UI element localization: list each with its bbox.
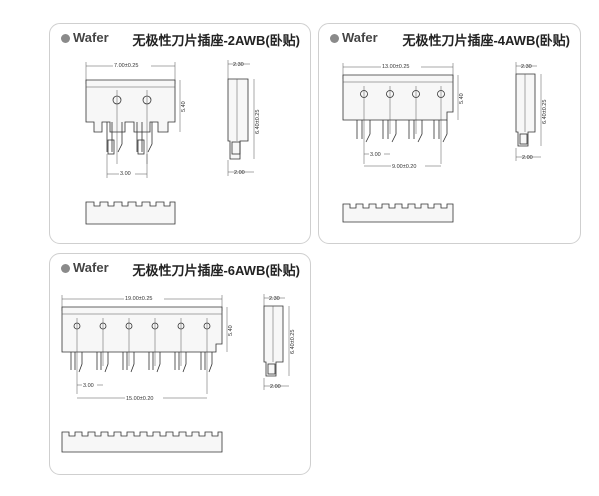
brand-label: Wafer (73, 30, 109, 45)
housing-side-view (515, 73, 536, 147)
technical-drawing-2awb: 7.00±0.25 5.40 3.00 2.30 6.40±0.25 2.00 (85, 60, 261, 225)
housing-bottom-view (85, 201, 176, 225)
technical-drawing-4awb: 13.00±0.25 5.40 3.00 9.00±0.20 2.30 6.40… (342, 62, 548, 223)
dim-front-width: 19.00±0.25 (125, 296, 153, 302)
product-card-4awb: Wafer 无极性刀片插座-4AWB(卧贴) 13.00±0.25 5.40 3… (318, 23, 581, 244)
housing-side-view (227, 78, 249, 160)
housing-bottom-view (61, 431, 223, 453)
product-title: 无极性刀片插座-6AWB(卧贴) (132, 263, 300, 278)
bullet-dot-icon (61, 34, 70, 43)
dim-front-width: 7.00±0.25 (114, 63, 138, 69)
dim-pitch: 3.00 (370, 152, 381, 158)
dim-front-height: 5.40 (181, 101, 187, 112)
dim-front-height: 5.40 (459, 93, 465, 104)
dim-side-bottom: 2.00 (270, 384, 281, 390)
dim-pitch: 3.00 (83, 383, 94, 389)
dim-side-height: 6.40±0.25 (290, 330, 296, 354)
dim-side-height: 6.40±0.25 (542, 100, 548, 124)
dim-side-bottom: 2.00 (522, 155, 533, 161)
dim-front-height: 5.40 (228, 325, 234, 336)
dim-pitch: 3.00 (120, 171, 131, 177)
dim-side-bottom: 2.00 (234, 170, 245, 176)
dim-side-height: 6.40±0.25 (255, 110, 261, 134)
housing-side-view (263, 305, 284, 377)
housing-front-view (342, 74, 454, 121)
brand-label: Wafer (73, 260, 109, 275)
dim-span: 15.00±0.20 (126, 396, 154, 402)
dim-front-width: 13.00±0.25 (382, 64, 410, 70)
card-header: Wafer 无极性刀片插座-4AWB(卧贴) (319, 24, 580, 54)
housing-bottom-view (342, 203, 454, 223)
product-title: 无极性刀片插座-4AWB(卧贴) (402, 33, 570, 48)
dim-side-top: 2.30 (233, 62, 244, 68)
product-title: 无极性刀片插座-2AWB(卧贴) (132, 33, 300, 48)
housing-front-view (85, 79, 176, 133)
housing-front-view (61, 306, 223, 353)
card-header: Wafer 无极性刀片插座-2AWB(卧贴) (50, 24, 310, 54)
bullet-dot-icon (61, 264, 70, 273)
card-header: Wafer 无极性刀片插座-6AWB(卧贴) (50, 254, 310, 284)
product-card-6awb: Wafer 无极性刀片插座-6AWB(卧贴) 19.00±0.25 5.40 3… (49, 253, 311, 475)
brand-label: Wafer (342, 30, 378, 45)
dim-side-top: 2.30 (521, 64, 532, 70)
technical-drawing-6awb: 19.00±0.25 5.40 3.00 15.00±0.20 2.30 (61, 294, 296, 453)
dim-span: 9.00±0.20 (392, 164, 416, 170)
dim-side-top: 2.30 (269, 296, 280, 302)
product-card-2awb: Wafer 无极性刀片插座-2AWB(卧贴) 7.00±0.25 5.40 3.… (49, 23, 311, 244)
bullet-dot-icon (330, 34, 339, 43)
